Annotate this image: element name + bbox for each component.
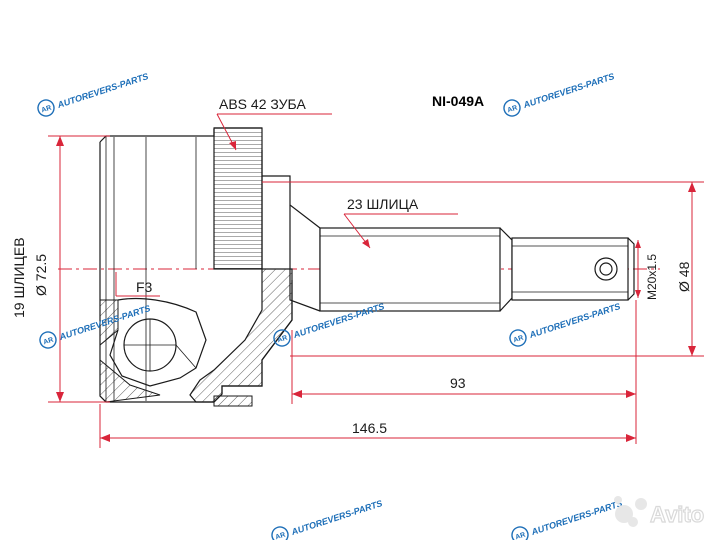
thread-label: M20x1.5 [645, 254, 659, 300]
outer-spline-label: 23 ШЛИЦА [347, 196, 419, 212]
brand-logo-icon [271, 526, 289, 540]
avito-logo: Avito [614, 496, 705, 528]
svg-text:AR: AR [507, 105, 519, 115]
dimension-93: 93 [450, 375, 466, 391]
svg-text:AR: AR [275, 532, 287, 540]
avito-dot-icon [635, 498, 647, 510]
svg-text:AUTOREVERS-PARTS: AUTOREVERS-PARTS [527, 301, 621, 340]
dimension-146-5: 146.5 [352, 420, 387, 436]
svg-text:AUTOREVERS-PARTS: AUTOREVERS-PARTS [55, 71, 149, 110]
outer-diameter-label: Ø 72.5 [33, 254, 49, 296]
brand-logo-icon [273, 329, 291, 347]
avito-dot-icon [614, 496, 622, 504]
avito-dot-icon [628, 517, 638, 527]
shaft-diameter-label: Ø 48 [676, 261, 692, 292]
part-number: NI-049A [432, 93, 484, 109]
svg-text:AR: AR [43, 337, 55, 347]
watermark-mid-right: AR AUTOREVERS-PARTS [509, 301, 622, 347]
svg-text:AR: AR [513, 335, 525, 345]
stub-shaft [289, 205, 635, 312]
svg-text:AR: AR [277, 335, 289, 345]
brand-logo-icon [509, 329, 527, 347]
watermark-top-left: AR AUTOREVERS-PARTS [37, 71, 150, 117]
watermark-mid-left: AR AUTOREVERS-PARTS [39, 303, 152, 349]
svg-text:AUTOREVERS-PARTS: AUTOREVERS-PARTS [529, 498, 623, 537]
brand-logo-icon [503, 99, 521, 117]
svg-text:AR: AR [41, 105, 53, 115]
svg-text:AUTOREVERS-PARTS: AUTOREVERS-PARTS [521, 71, 615, 110]
brand-logo-icon [39, 331, 57, 349]
svg-text:AR: AR [515, 532, 527, 540]
avito-dot-icon [615, 505, 633, 523]
avito-wordmark: Avito [650, 502, 704, 527]
dimension-lines [48, 113, 704, 448]
svg-text:AUTOREVERS-PARTS: AUTOREVERS-PARTS [289, 498, 383, 537]
brand-logo-icon [511, 526, 529, 540]
abs-teeth-label: ABS 42 ЗУБА [219, 96, 306, 112]
watermark-top-right: AR AUTOREVERS-PARTS [503, 71, 616, 117]
cv-joint-body [99, 127, 321, 407]
watermark-bottom-center: AR AUTOREVERS-PARTS [271, 498, 384, 540]
brand-logo-icon [37, 99, 55, 117]
watermark-bottom-right: AR AUTOREVERS-PARTS [511, 498, 624, 540]
f3-label: F3 [136, 279, 153, 295]
inner-spline-label: 19 ШЛИЦЕВ [11, 237, 27, 318]
